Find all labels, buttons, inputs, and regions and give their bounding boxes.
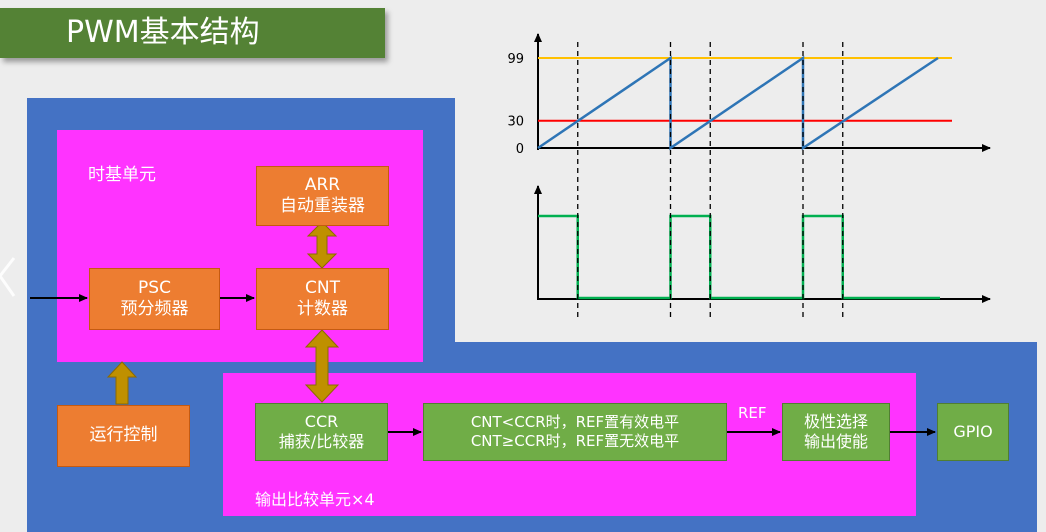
- compare-rule-less: CNT<CCR时，REF置有效电平: [470, 413, 680, 432]
- arr-block-subtitle: 自动重装器: [280, 196, 365, 216]
- counter-y-tick-label: 0: [516, 142, 524, 157]
- polarity-block: 极性选择 输出使能: [782, 403, 890, 461]
- counter-y-tick-label: 30: [507, 115, 524, 130]
- counter-y-tick-label: 99: [507, 52, 524, 67]
- pwm-output-line: [538, 214, 940, 300]
- run-control-up-arrow: [106, 361, 138, 405]
- ccr-block-title: CCR: [304, 412, 339, 431]
- compare-rule-greater: CNT≥CCR时，REF置无效电平: [470, 432, 680, 450]
- run-control-block: 运行控制: [57, 405, 190, 467]
- psc-block: PSC 预分频器: [89, 268, 220, 330]
- output-compare-label: 输出比较单元×4: [255, 490, 375, 509]
- chevron-left-icon: [0, 257, 16, 297]
- output-enable-label: 输出使能: [803, 432, 868, 451]
- gpio-label: GPIO: [953, 422, 993, 441]
- page-title: PWM基本结构: [0, 8, 385, 58]
- run-control-label: 运行控制: [89, 425, 158, 446]
- cnt-block: CNT 计数器: [256, 268, 389, 330]
- ref-label: REF: [738, 404, 767, 422]
- ccr-block-subtitle: 捕获/比较器: [278, 432, 365, 451]
- polarity-select-label: 极性选择: [803, 412, 868, 431]
- cnt-block-subtitle: 计数器: [297, 299, 348, 319]
- gpio-block: GPIO: [937, 403, 1009, 461]
- psc-block-title: PSC: [138, 277, 171, 298]
- compare-block: CNT<CCR时，REF置有效电平 CNT≥CCR时，REF置无效电平: [423, 403, 727, 461]
- time-base-label: 时基单元: [88, 165, 156, 185]
- counter-sawtooth-line: [537, 55, 939, 151]
- arr-block: ARR 自动重装器: [256, 166, 389, 226]
- arr-block-title: ARR: [304, 174, 341, 195]
- psc-block-subtitle: 预分频器: [120, 299, 189, 319]
- cnt-block-title: CNT: [305, 277, 340, 298]
- ccr-block: CCR 捕获/比较器: [255, 403, 388, 461]
- cnt-ccr-double-arrow: [304, 329, 340, 403]
